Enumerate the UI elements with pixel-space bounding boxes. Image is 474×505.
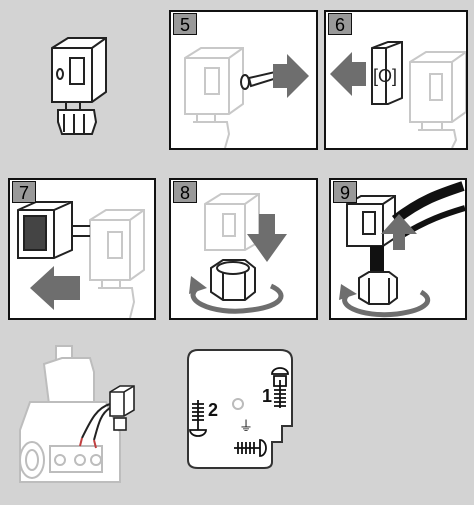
step-number: 8: [173, 181, 197, 203]
step-8-panel: 8: [169, 178, 318, 320]
step-number: 9: [333, 181, 357, 203]
step-9-panel: 9: [329, 178, 467, 320]
terminal-block-diagram: 1 2 ⏚: [180, 346, 298, 470]
valve-overview-illustration: [10, 342, 150, 492]
step-7-panel: 7: [8, 178, 156, 320]
terminal-2-label: 2: [208, 400, 218, 421]
connector-icon: [110, 386, 134, 430]
nut-icon: [359, 272, 397, 304]
ground-symbol: ⏚: [239, 420, 253, 434]
ground-screw-icon: [234, 440, 266, 456]
terminal-1-label: 1: [262, 386, 272, 407]
coil-connector-illustration: [40, 30, 115, 138]
step-number: 7: [12, 181, 36, 203]
arrow-left-icon: [330, 52, 366, 96]
arrow-down-icon: [247, 214, 287, 262]
step-6-panel: 6 [O]: [324, 10, 468, 150]
connector-housing-icon: [347, 196, 395, 246]
step-5-panel: 5: [169, 10, 318, 150]
step-number: 6: [328, 13, 352, 35]
terminal-insert-icon: [18, 202, 90, 258]
step-number: 5: [173, 13, 197, 35]
nut-icon: [211, 260, 255, 300]
arrow-right-icon: [273, 54, 309, 98]
screw-icon: [241, 72, 277, 89]
svg-text:[O]: [O]: [373, 66, 397, 86]
arrow-left-icon: [30, 266, 80, 310]
